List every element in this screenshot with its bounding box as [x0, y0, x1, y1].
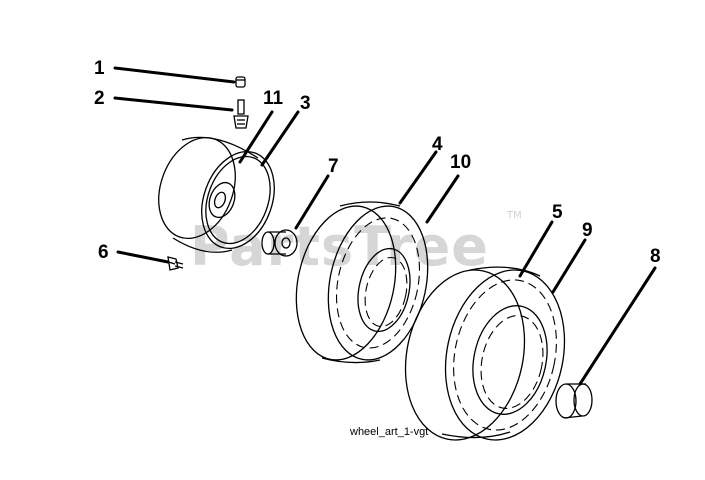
bolt-icon [161, 256, 184, 271]
rear-tire-icon [404, 266, 566, 441]
callout-8: 8 [650, 246, 661, 267]
diagram-caption: wheel_art_1-vgt [349, 426, 428, 438]
hub-cap-icon [555, 383, 593, 419]
callout-4: 4 [432, 134, 443, 155]
callout-7: 7 [328, 156, 339, 177]
callout-3: 3 [300, 93, 311, 114]
callout-2: 2 [94, 88, 105, 109]
bushing-icon [261, 229, 298, 257]
front-tire-icon [295, 201, 429, 364]
watermark-trademark: TM [506, 210, 522, 221]
cap-icon [235, 76, 246, 88]
callout-11: 11 [263, 88, 284, 109]
rim-icon [158, 136, 275, 253]
callout-9: 9 [582, 220, 593, 241]
callout-1: 1 [94, 58, 105, 79]
valve-stem-icon [233, 99, 249, 129]
callout-6: 6 [98, 242, 109, 263]
leader-lines [113, 66, 657, 386]
callout-10: 10 [450, 152, 471, 173]
callouts: 1 2 11 3 6 7 4 10 5 9 8 [94, 58, 661, 267]
callout-5: 5 [552, 202, 563, 223]
watermark: PartsTree TM [190, 210, 522, 278]
